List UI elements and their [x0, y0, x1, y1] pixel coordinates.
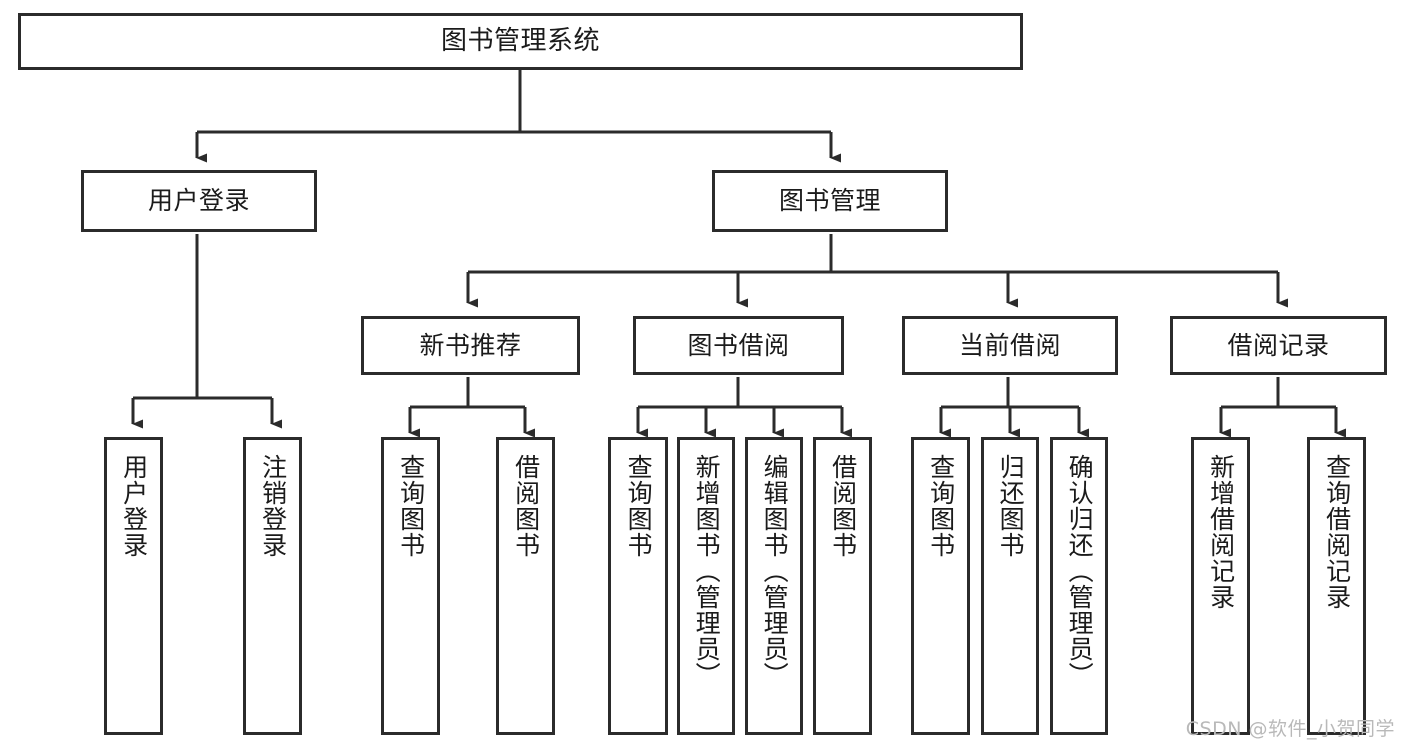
node-label: 图书管理系统: [440, 26, 600, 57]
node-current-borrow[interactable]: 当前借阅: [902, 316, 1118, 375]
node-leaf-current-confirm-return[interactable]: 确认归还（管理员）: [1050, 437, 1108, 735]
node-label: 查询图书: [624, 454, 654, 558]
node-label: 借阅记录: [1227, 330, 1330, 360]
node-leaf-record-query[interactable]: 查询借阅记录: [1307, 437, 1366, 735]
node-label: 查询图书: [396, 454, 426, 558]
node-leaf-borrow-borrow-book[interactable]: 借阅图书: [813, 437, 872, 735]
watermark: CSDN @软件_小贺同学: [1185, 718, 1395, 740]
node-root-system[interactable]: 图书管理系统: [18, 13, 1023, 70]
node-leaf-current-query-book[interactable]: 查询图书: [911, 437, 970, 735]
node-label: 归还图书: [996, 454, 1026, 558]
node-user-login[interactable]: 用户登录: [81, 170, 317, 232]
node-leaf-borrow-add-book[interactable]: 新增图书（管理员）: [677, 437, 735, 735]
node-leaf-recommend-query-book[interactable]: 查询图书: [381, 437, 440, 735]
node-leaf-borrow-query-book[interactable]: 查询图书: [608, 437, 668, 735]
node-label: 借阅图书: [828, 454, 858, 558]
node-label: 新增图书（管理员）: [692, 454, 722, 688]
node-label: 用户登录: [119, 454, 149, 558]
node-leaf-user-login[interactable]: 用户登录: [104, 437, 163, 735]
node-new-book-recommend[interactable]: 新书推荐: [361, 316, 580, 375]
node-label: 查询借阅记录: [1322, 454, 1352, 610]
node-label: 确认归还（管理员）: [1065, 454, 1095, 688]
node-leaf-current-return-book[interactable]: 归还图书: [981, 437, 1039, 735]
node-leaf-borrow-edit-book[interactable]: 编辑图书（管理员）: [745, 437, 803, 735]
node-leaf-record-add[interactable]: 新增借阅记录: [1191, 437, 1250, 735]
node-label: 图书管理: [778, 186, 881, 216]
node-label: 编辑图书（管理员）: [760, 454, 790, 688]
node-borrow-record[interactable]: 借阅记录: [1170, 316, 1387, 375]
node-label: 用户登录: [147, 186, 250, 216]
node-label: 查询图书: [926, 454, 956, 558]
node-leaf-recommend-borrow-book[interactable]: 借阅图书: [496, 437, 555, 735]
node-label: 注销登录: [258, 454, 288, 558]
node-label: 新书推荐: [419, 330, 522, 360]
node-label: 当前借阅: [958, 330, 1061, 360]
node-book-borrow[interactable]: 图书借阅: [633, 316, 844, 375]
node-leaf-user-logout[interactable]: 注销登录: [243, 437, 302, 735]
node-label: 新增借阅记录: [1206, 454, 1236, 610]
node-book-management[interactable]: 图书管理: [712, 170, 948, 232]
node-label: 图书借阅: [687, 330, 790, 360]
node-label: 借阅图书: [511, 454, 541, 558]
